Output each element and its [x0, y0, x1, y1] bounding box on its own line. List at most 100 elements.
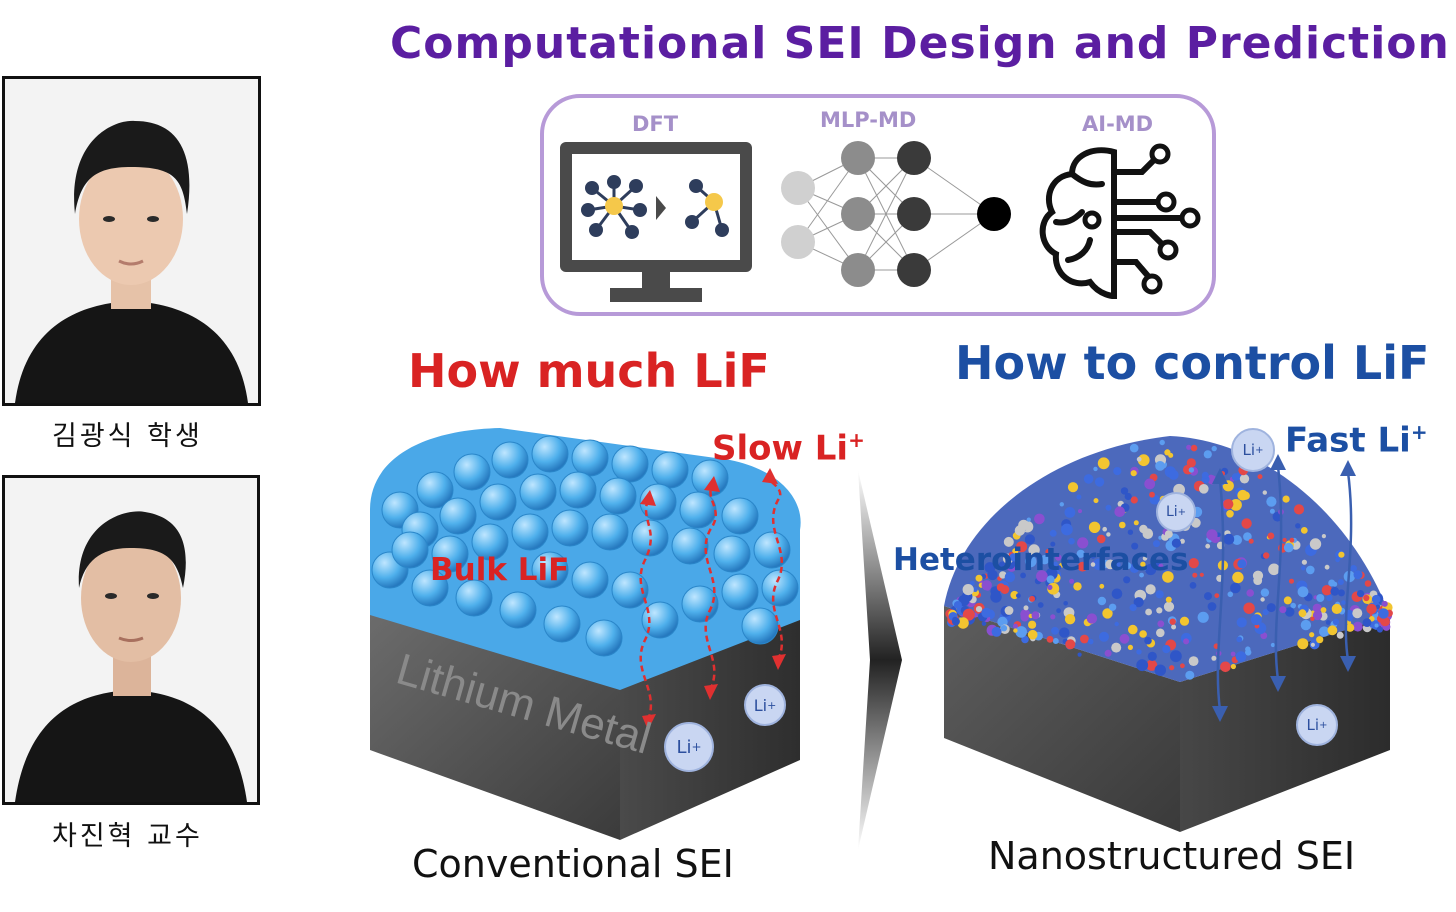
- sei-particle: [1197, 611, 1209, 623]
- sei-particle: [1065, 639, 1076, 650]
- sei-particle: [975, 574, 983, 582]
- li-ion-bubble: Li+: [1296, 704, 1338, 746]
- sei-particle: [962, 608, 975, 621]
- sei-particle: [1077, 652, 1082, 657]
- sei-particle: [1300, 619, 1312, 631]
- sei-particle: [1353, 570, 1363, 580]
- sei-particle: [1246, 589, 1254, 597]
- sei-particle: [1206, 529, 1218, 541]
- transition-arrow: [858, 470, 902, 850]
- sei-particle: [1380, 616, 1390, 627]
- neural-network-icon: [781, 141, 1011, 287]
- sei-particle: [1149, 491, 1155, 498]
- sei-particle: [998, 566, 1004, 572]
- left-question: How much LiF: [408, 344, 770, 398]
- sei-particle: [1077, 561, 1088, 572]
- sei-particle: [1047, 584, 1053, 590]
- sei-particle: [1170, 650, 1182, 663]
- sei-particle: [1267, 532, 1275, 540]
- sei-particle: [1130, 496, 1138, 504]
- conventional-sei-label: Conventional SEI: [412, 842, 734, 886]
- sei-particle: [1241, 518, 1252, 529]
- sei-particle: [1094, 477, 1105, 487]
- sei-particle: [1237, 489, 1248, 501]
- sei-particle: [1331, 603, 1342, 614]
- sei-particle: [1201, 471, 1209, 479]
- sei-particle: [1146, 659, 1158, 671]
- sei-particle: [1086, 613, 1098, 624]
- ai-md-label: AI-MD: [1082, 112, 1154, 136]
- sei-particle: [1137, 454, 1150, 467]
- sei-particle: [1102, 526, 1107, 532]
- li-ion-bubble: Li+: [664, 722, 714, 772]
- sei-particle: [1211, 655, 1217, 661]
- sei-particle: [1034, 513, 1045, 525]
- sei-particle: [1232, 571, 1244, 584]
- sei-particle: [1169, 665, 1175, 671]
- sei-particle: [1316, 594, 1325, 602]
- sei-particle: [1312, 610, 1323, 621]
- sei-particle: [957, 617, 969, 629]
- sei-particle: [1021, 635, 1029, 644]
- sei-particle: [1023, 605, 1029, 611]
- sei-particle: [1232, 535, 1242, 545]
- heterointerfaces-label: Heterointerfaces: [893, 542, 1189, 578]
- sei-particle: [1140, 561, 1146, 567]
- sei-particle: [1145, 584, 1156, 595]
- sei-particle: [1297, 638, 1309, 650]
- sei-particle: [1020, 609, 1031, 620]
- sei-particle: [1158, 563, 1164, 569]
- sei-particle: [1020, 572, 1026, 579]
- sei-particle: [1142, 556, 1148, 561]
- sei-particle: [975, 606, 983, 613]
- sei-particle: [1183, 638, 1190, 645]
- fast-li-charge: +: [1410, 420, 1428, 444]
- sei-particle: [1046, 575, 1055, 584]
- sei-particle: [1306, 565, 1315, 575]
- sei-particle: [1165, 596, 1172, 603]
- sei-particle: [953, 601, 962, 609]
- sei-particle: [1362, 618, 1372, 627]
- sei-particle: [1301, 559, 1307, 565]
- sei-particle: [1064, 614, 1076, 625]
- sei-particle: [1157, 620, 1165, 628]
- sei-particle: [1186, 444, 1192, 450]
- sei-particle: [1300, 527, 1308, 534]
- sei-particle: [1350, 565, 1357, 572]
- sei-particle: [1069, 578, 1075, 584]
- sei-particle: [1188, 558, 1199, 569]
- sei-particle: [1283, 542, 1294, 553]
- sei-particle: [1142, 528, 1154, 539]
- sei-particle: [1059, 502, 1064, 507]
- sei-particle: [1036, 570, 1048, 582]
- sei-particle: [1096, 534, 1106, 544]
- sei-particle: [1239, 474, 1250, 484]
- sei-particle: [1016, 593, 1021, 599]
- sei-particle: [1128, 624, 1138, 635]
- sei-particle: [1341, 600, 1346, 605]
- sei-particle: [1142, 566, 1148, 571]
- sei-particle: [1203, 450, 1212, 459]
- sei-particle: [1321, 585, 1333, 596]
- sei-particle: [1061, 523, 1073, 536]
- sei-particle: [1040, 555, 1050, 565]
- sei-particle: [1049, 529, 1057, 537]
- sei-particle: [1159, 439, 1165, 446]
- sei-particle: [1316, 636, 1324, 644]
- conventional-sei-illustration: Lithium Metal: [370, 428, 801, 840]
- sei-particle: [1015, 626, 1027, 638]
- sei-particle: [1127, 529, 1134, 535]
- sei-particle: [1236, 636, 1243, 643]
- sei-particle: [962, 584, 974, 596]
- sei-particle: [1076, 494, 1082, 500]
- sei-particle: [1055, 554, 1062, 561]
- sei-particle: [1376, 626, 1383, 633]
- sei-particle: [1290, 602, 1296, 609]
- sei-particle: [1156, 607, 1163, 614]
- sei-particle: [1325, 620, 1331, 625]
- sei-particle: [1090, 553, 1096, 559]
- right-question: How to control LiF: [955, 336, 1430, 390]
- sei-particle: [1059, 627, 1070, 638]
- sei-particle: [1230, 663, 1236, 670]
- sei-particle: [969, 580, 975, 586]
